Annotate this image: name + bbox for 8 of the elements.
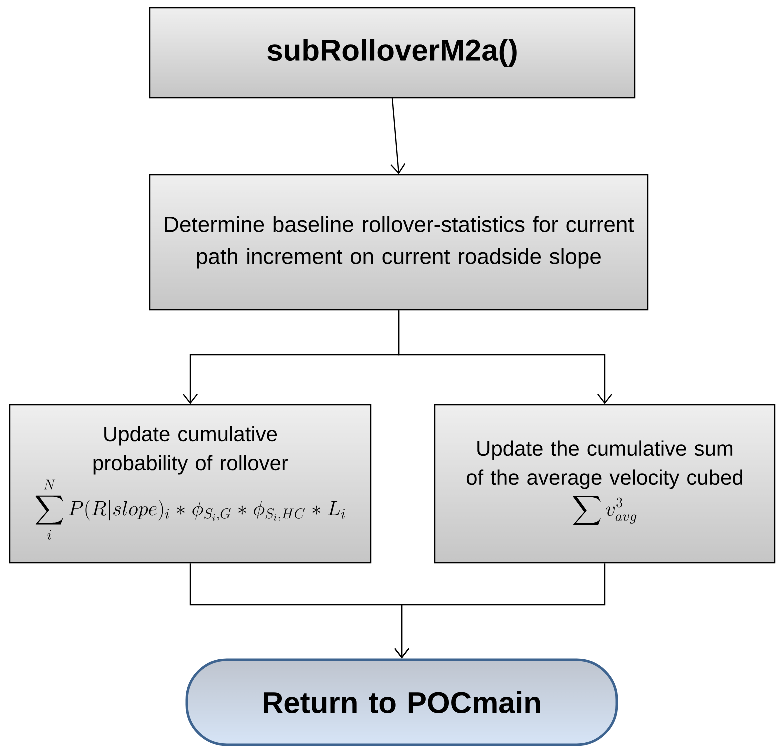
- process-box: Update the cumulative sum of the average velocity cubed $\sum v_{avg}^{3}$: [434, 404, 776, 564]
- arrow: [398, 310, 612, 404]
- arrow: [394, 564, 606, 659]
- process-box: Determine baseline rollover-statistics for current path increment on current roadside slope: [149, 174, 649, 311]
- terminator-box: Return to POCmain: [186, 658, 618, 746]
- title-box: subRolloverM2a(): [149, 7, 636, 99]
- process-box: Update cumulative probability of rollover $\sum_{i}^{N} P(R|slope)_{i} * \phi_{S_{i},G} * \phi_{S_{i},HC} * L_{i}$: [9, 404, 372, 564]
- arrow: [390, 98, 406, 174]
